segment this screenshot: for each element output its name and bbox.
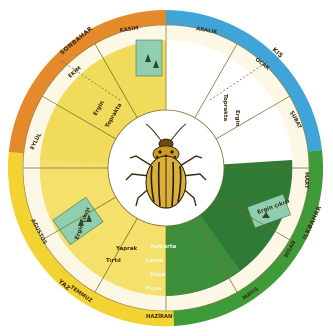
stage-winter-2: Ergin — [234, 110, 240, 126]
month-label-haziran: HAZİRAN — [146, 313, 172, 320]
stage-feeding-2: Tırtıl — [106, 258, 121, 264]
stage-egg-1: Yumurta — [149, 244, 176, 250]
month-label-mart: MART — [303, 172, 309, 189]
stage-winter-1: Toprakta — [222, 94, 228, 121]
stage-egg-2: Larva — [146, 258, 164, 264]
stage-pupa-2: Pupa — [146, 286, 162, 292]
stage-feeding-1: Yaprak — [115, 246, 138, 252]
stage-pupa-1: Pupa — [150, 272, 166, 278]
